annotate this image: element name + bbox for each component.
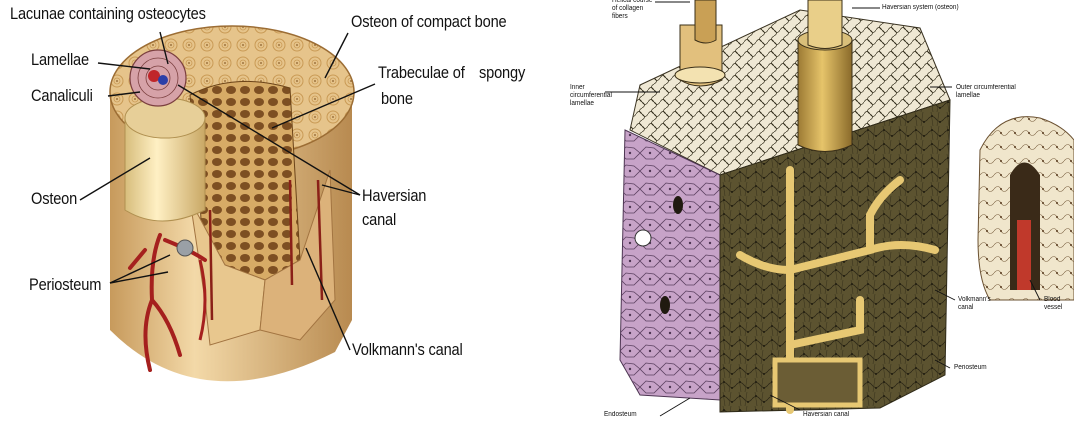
label-periosteum-right: Periosteum xyxy=(954,364,987,372)
label-canaliculi: Canaliculi xyxy=(31,86,93,106)
label-lacunae: Lacunae containing osteocytes xyxy=(10,4,206,24)
left-bone-illustration xyxy=(110,26,354,381)
label-haversian-line1: Haversian xyxy=(362,186,426,206)
label-trabeculae-line2: spongy xyxy=(479,63,525,83)
label-periosteum: Periosteum xyxy=(29,275,101,295)
label-outer-circumferential: Outer circumferential lamellae xyxy=(956,84,1016,100)
osteon-vessel-blue xyxy=(158,75,168,85)
label-volkmanns-canal-right: Volkmann's canal xyxy=(958,296,991,312)
label-trabeculae-line1: Trabeculae of xyxy=(378,63,465,83)
label-endosteum: Endosteum xyxy=(604,411,637,419)
haversian-canal-block xyxy=(775,360,860,405)
label-haversian-system: Haversian system (osteon) xyxy=(882,4,959,12)
label-blood-vessel: Blood vessel xyxy=(1044,296,1062,312)
label-inner-circumferential: Inner circumferential lamellae xyxy=(570,84,612,108)
haversian-system-rod xyxy=(798,40,852,152)
endosteum-layer xyxy=(620,130,720,400)
label-volkmann-canal: Volkmann's canal xyxy=(352,340,463,360)
haversian-system-inner-rod xyxy=(808,0,842,49)
right-bone-illustration xyxy=(620,0,950,412)
periosteum-nerve xyxy=(177,240,193,256)
label-trabeculae-line3: bone xyxy=(381,89,413,109)
label-helical-collagen: Helical course of collagen fibers xyxy=(612,0,652,21)
endosteum-vessel-hole xyxy=(635,230,651,246)
blood-vessel-inset xyxy=(978,117,1074,300)
blood-vessel-red xyxy=(1017,220,1031,290)
label-osteon-compact-bone: Osteon of compact bone xyxy=(351,12,507,32)
label-haversian-canal-right: Haversian canal xyxy=(803,411,849,419)
label-osteon: Osteon xyxy=(31,189,77,209)
label-lamellae: Lamellae xyxy=(31,50,89,70)
label-haversian-line2: canal xyxy=(362,210,396,230)
